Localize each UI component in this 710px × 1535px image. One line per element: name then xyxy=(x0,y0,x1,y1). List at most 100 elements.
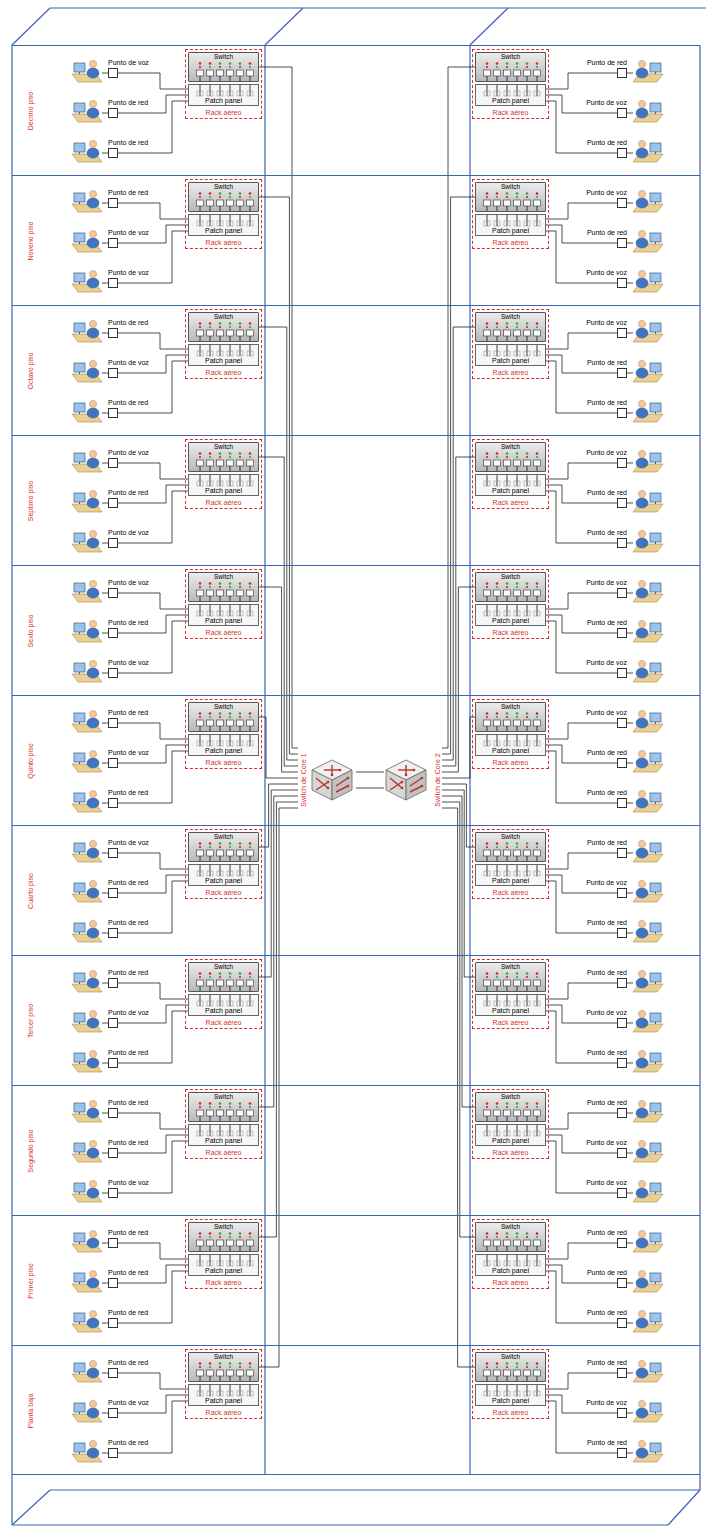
switch-port xyxy=(207,70,214,76)
status-led xyxy=(516,452,519,455)
patch-port xyxy=(534,1261,540,1266)
person-head xyxy=(638,1400,645,1407)
person-body xyxy=(87,278,99,288)
patch-cord xyxy=(200,1376,201,1381)
patch-cord xyxy=(210,986,211,991)
switch-port xyxy=(237,850,244,856)
outlet-point: Punto de voz xyxy=(586,268,627,288)
patch-cord xyxy=(497,76,498,81)
patch-port xyxy=(217,1261,223,1266)
user-cable xyxy=(627,1323,633,1324)
outlet-square xyxy=(617,538,627,548)
patch-port xyxy=(247,1391,253,1396)
patch-cord xyxy=(497,1376,498,1381)
switch-port xyxy=(197,200,204,206)
patch-cord xyxy=(487,605,488,616)
patch-cord xyxy=(507,466,508,471)
person-head xyxy=(638,790,645,797)
status-led xyxy=(239,972,242,975)
monitor-stand xyxy=(79,762,80,764)
status-led xyxy=(219,192,222,195)
label-text: Punto de voz xyxy=(108,58,149,67)
switch-port xyxy=(484,1110,491,1116)
status-led xyxy=(219,196,221,198)
route-arrow-head xyxy=(421,785,424,788)
switch-port xyxy=(524,70,531,76)
patch-cord xyxy=(527,865,528,876)
person-head xyxy=(89,450,96,457)
label-text: Punto de voz xyxy=(586,448,627,457)
monitor xyxy=(74,1273,85,1282)
switch-port xyxy=(237,1110,244,1116)
user-workstation xyxy=(633,1440,663,1462)
switch-port xyxy=(197,1370,204,1376)
patch-port xyxy=(514,1261,520,1266)
switch-box: Switch xyxy=(475,182,546,212)
user-workstation xyxy=(72,230,102,252)
patch-cord xyxy=(220,596,221,601)
status-led xyxy=(526,1106,528,1108)
switch-port xyxy=(514,850,521,856)
patch-panel: Patch panel xyxy=(188,1254,259,1276)
outlet-square xyxy=(617,1018,627,1028)
label-text: Patch panel xyxy=(476,747,545,755)
switch-port xyxy=(504,460,511,466)
monitor xyxy=(650,143,661,152)
outlet-point: Punto de voz xyxy=(586,188,627,208)
monitor xyxy=(650,1233,661,1242)
patch-port xyxy=(524,1131,530,1136)
switch-port xyxy=(237,200,244,206)
patch-port xyxy=(484,1001,490,1006)
cable-connector xyxy=(118,463,188,479)
label-text: Punto de red xyxy=(587,138,627,147)
patch-cord xyxy=(240,1246,241,1251)
status-led xyxy=(209,326,211,328)
patch-port xyxy=(207,611,213,616)
switch-port xyxy=(227,980,234,986)
patch-port xyxy=(227,351,233,356)
status-led xyxy=(239,1102,242,1105)
cable-connector xyxy=(259,457,298,766)
person-body xyxy=(87,798,99,808)
patch-cord xyxy=(527,215,528,226)
status-led xyxy=(199,452,202,455)
switch-port xyxy=(207,1110,214,1116)
patch-panel: Patch panel xyxy=(475,214,546,236)
status-led xyxy=(536,1102,539,1105)
outlet-square xyxy=(617,588,627,598)
switch-port xyxy=(247,980,254,986)
user-cable xyxy=(627,413,633,414)
patch-port xyxy=(494,1001,500,1006)
patch-cord xyxy=(200,1125,201,1136)
switch-port xyxy=(484,720,491,726)
person-head xyxy=(638,100,645,107)
patch-cord xyxy=(200,596,201,601)
switch-port xyxy=(227,590,234,596)
outlet-square xyxy=(108,1108,118,1118)
patch-cord xyxy=(200,85,201,96)
patch-cord xyxy=(487,76,488,81)
status-led xyxy=(199,976,201,978)
patch-cord xyxy=(537,1246,538,1251)
patch-ports xyxy=(189,865,258,877)
user-workstation xyxy=(72,1010,102,1032)
patch-cord xyxy=(497,735,498,746)
label-text: Patch panel xyxy=(476,97,545,105)
switch-port xyxy=(217,330,224,336)
monitor xyxy=(650,1143,661,1152)
status-led xyxy=(229,62,232,65)
status-led xyxy=(249,326,251,328)
label-text: Patch panel xyxy=(189,1397,258,1405)
route-arrow-head xyxy=(327,781,330,784)
switch-box: Switch xyxy=(475,962,546,992)
outlet-square xyxy=(108,848,118,858)
user-cable xyxy=(627,1113,633,1114)
patch-ports xyxy=(189,1385,258,1397)
person-head xyxy=(638,880,645,887)
patch-ports xyxy=(476,735,545,747)
person-head xyxy=(638,1050,645,1057)
user-cable xyxy=(627,723,633,724)
status-led xyxy=(536,1106,538,1108)
cable-connector xyxy=(259,587,298,772)
monitor xyxy=(650,453,661,462)
